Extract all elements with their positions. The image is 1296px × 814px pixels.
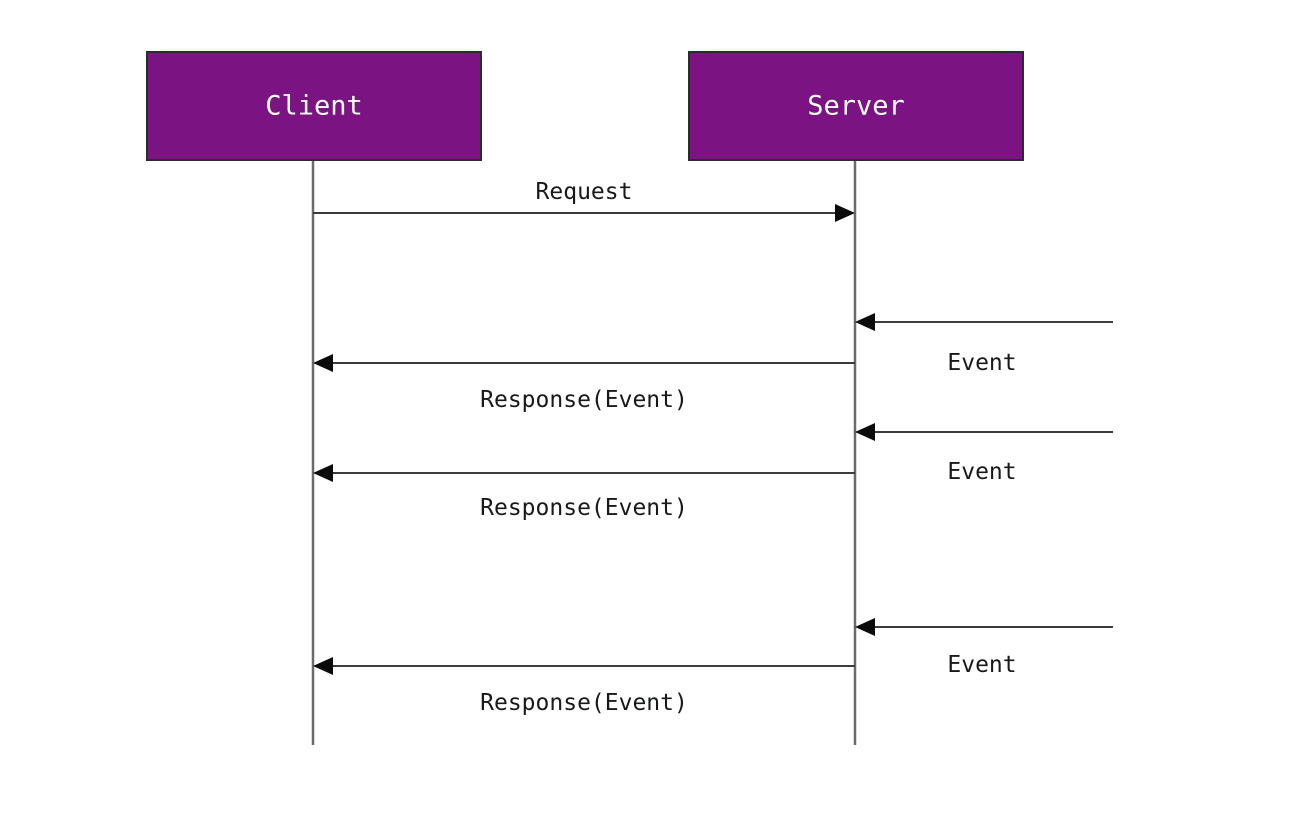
participant-box-client — [146, 51, 482, 161]
participant-server[interactable]: Server — [688, 51, 1024, 161]
participant-client[interactable]: Client — [146, 51, 482, 161]
message-event-3[interactable]: Event — [855, 618, 1113, 678]
message-label-response-3: Response(Event) — [480, 690, 688, 716]
lifelines — [311, 160, 857, 745]
message-label-event-2: Event — [947, 459, 1016, 485]
participants: Client Server — [146, 51, 1024, 161]
message-response-1[interactable]: Response(Event) — [313, 354, 855, 413]
messages: Request Event Response(Event) Event — [313, 179, 1113, 716]
arrow-head-right-request — [835, 204, 855, 222]
message-label-event-1: Event — [947, 350, 1016, 376]
arrow-head-left-response-2 — [313, 464, 333, 482]
message-event-1[interactable]: Event — [855, 313, 1113, 376]
arrow-head-left-event-1 — [855, 313, 875, 331]
participant-label-client: Client — [265, 91, 363, 122]
message-response-2[interactable]: Response(Event) — [313, 464, 855, 521]
arrow-head-left-event-2 — [855, 423, 875, 441]
arrow-head-left-event-3 — [855, 618, 875, 636]
message-label-request: Request — [536, 179, 633, 205]
participant-label-server: Server — [807, 91, 905, 122]
arrow-head-left-response-3 — [313, 657, 333, 675]
message-request[interactable]: Request — [313, 179, 855, 222]
participant-box-server — [688, 51, 1024, 161]
message-label-response-1: Response(Event) — [480, 387, 688, 413]
message-label-response-2: Response(Event) — [480, 495, 688, 521]
message-response-3[interactable]: Response(Event) — [313, 657, 855, 716]
arrow-head-left-response-1 — [313, 354, 333, 372]
message-label-event-3: Event — [947, 652, 1016, 678]
message-event-2[interactable]: Event — [855, 423, 1113, 485]
